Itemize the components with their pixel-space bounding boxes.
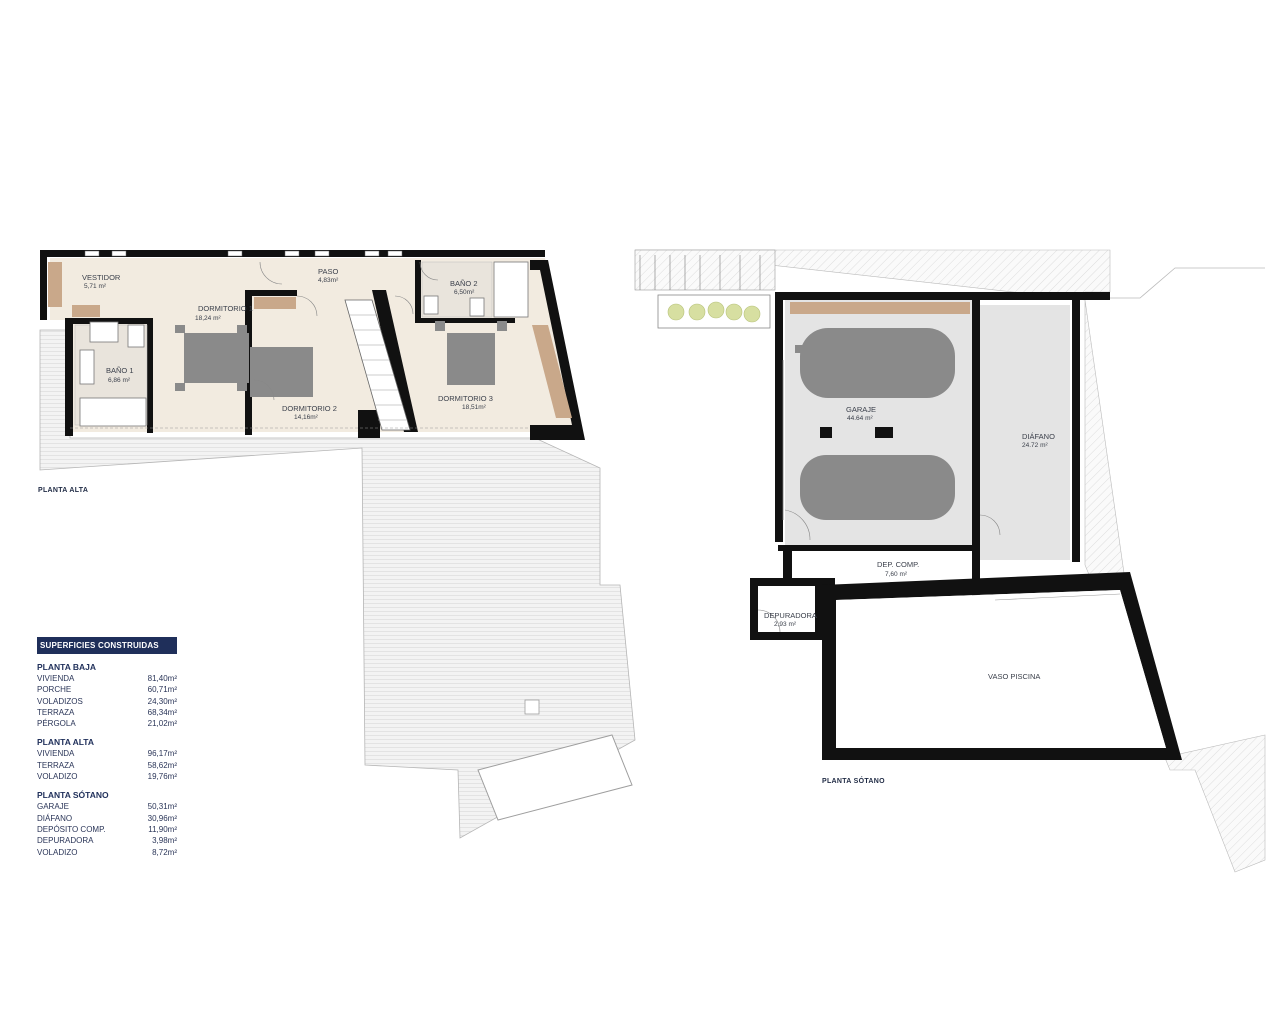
area-dormitorio1: 18,24 m² bbox=[195, 315, 221, 322]
row-value: 58,62m² bbox=[147, 760, 177, 770]
row-label: PORCHE bbox=[37, 685, 72, 695]
bed-dormitorio2 bbox=[250, 347, 313, 397]
bed-dormitorio3 bbox=[435, 321, 507, 385]
label-planta-sotano: PLANTA SÓTANO bbox=[822, 776, 885, 785]
area-vestidor: 5,71 m² bbox=[84, 283, 107, 290]
table-row: DIÁFANO 30,96m² bbox=[37, 813, 177, 824]
wardrobe-dorm3 bbox=[532, 325, 572, 418]
area-bano2: 6,50m² bbox=[454, 289, 475, 296]
bed-dormitorio1 bbox=[175, 325, 249, 391]
row-value: 3,98m² bbox=[152, 836, 177, 846]
row-value: 21,02m² bbox=[147, 719, 177, 729]
row-label: VOLADIZO bbox=[37, 772, 78, 782]
diafano-floor bbox=[980, 305, 1070, 560]
area-paso: 4,83m² bbox=[318, 277, 339, 284]
row-value: 8,72m² bbox=[152, 847, 177, 857]
row-label: PÉRGOLA bbox=[37, 719, 76, 729]
row-value: 30,96m² bbox=[147, 813, 177, 823]
row-value: 68,34m² bbox=[147, 707, 177, 717]
area-depuradora: 2,93 m² bbox=[774, 621, 797, 628]
area-dormitorio3: 18,51m² bbox=[462, 404, 487, 411]
superficies-title: SUPERFICIES CONSTRUIDAS bbox=[37, 637, 177, 654]
label-dormitorio1: DORMITORIO 1 bbox=[198, 304, 253, 313]
car-1 bbox=[795, 328, 955, 398]
row-value: 60,71m² bbox=[147, 685, 177, 695]
planta-sotano-plan: GARAJE 44.64 m² DIÁFANO 24.72 m² DEP. CO… bbox=[634, 249, 1266, 873]
row-label: GARAJE bbox=[37, 802, 70, 812]
label-bano1: BAÑO 1 bbox=[106, 366, 134, 375]
section-title: PLANTA BAJA bbox=[37, 662, 97, 672]
table-row: VOLADIZOS 24,30m² bbox=[37, 696, 177, 707]
row-label: TERRAZA bbox=[37, 760, 75, 770]
label-diafano: DIÁFANO bbox=[1022, 432, 1055, 441]
terrace-pool bbox=[477, 734, 633, 821]
car-2 bbox=[800, 455, 955, 520]
area-diafano: 24.72 m² bbox=[1022, 442, 1048, 449]
superficies-table: SUPERFICIES CONSTRUIDAS PLANTA BAJA VIVI… bbox=[37, 637, 177, 858]
wardrobe-vestidor bbox=[48, 262, 62, 307]
row-value: 96,17m² bbox=[147, 749, 177, 759]
table-row: DEPÓSITO COMP. 11,90m² bbox=[37, 824, 177, 835]
basement-walls bbox=[750, 292, 1182, 760]
section-title: PLANTA ALTA bbox=[37, 737, 94, 748]
row-value: 24,30m² bbox=[147, 696, 177, 706]
table-row: TERRAZA 68,34m² bbox=[37, 707, 177, 718]
row-label: VIVIENDA bbox=[37, 674, 75, 683]
table-row: VOLADIZO 8,72m² bbox=[37, 847, 177, 858]
table-row: PÉRGOLA 21,02m² bbox=[37, 718, 177, 729]
table-row: TERRAZA 58,62m² bbox=[37, 760, 177, 771]
planta-alta-plan: VESTIDOR 5,71 m² DORMITORIO 1 18,24 m² P… bbox=[38, 250, 636, 839]
shower-bano2 bbox=[493, 261, 529, 318]
row-label: VOLADIZO bbox=[37, 847, 78, 857]
label-garaje: GARAJE bbox=[846, 405, 876, 414]
garage-pillar-1 bbox=[820, 427, 832, 438]
area-bano1: 6,86 m² bbox=[108, 377, 131, 384]
label-depuradora: DEPURADORA bbox=[764, 611, 817, 620]
area-dep-comp: 7,60 m² bbox=[885, 571, 908, 578]
row-label: DIÁFANO bbox=[37, 813, 73, 823]
table-row: VOLADIZO 19,76m² bbox=[37, 771, 177, 782]
vaso-piscina bbox=[836, 590, 1166, 748]
table-row: PORCHE 60,71m² bbox=[37, 684, 177, 695]
row-label: TERRAZA bbox=[37, 707, 75, 717]
label-bano2: BAÑO 2 bbox=[450, 279, 478, 288]
section-planta-sotano: PLANTA SÓTANO GARAJE 50,31m² DIÁFANO 30,96… bbox=[37, 790, 177, 857]
bathtub-bano1 bbox=[79, 397, 147, 427]
label-paso: PASO bbox=[318, 267, 338, 276]
row-value: 81,40m² bbox=[147, 674, 177, 683]
table-row: DEPURADORA 3,98m² bbox=[37, 835, 177, 846]
garage-pillar-2 bbox=[875, 427, 893, 438]
upper-doors bbox=[253, 261, 439, 401]
row-label: DEPURADORA bbox=[37, 836, 94, 846]
label-dep-comp: DEP. COMP. bbox=[877, 560, 919, 569]
terrace-deck bbox=[39, 329, 636, 839]
label-dormitorio2: DORMITORIO 2 bbox=[282, 404, 337, 413]
upper-stair bbox=[344, 299, 411, 431]
row-label: VIVIENDA bbox=[37, 749, 75, 759]
section-title: PLANTA SÓTANO bbox=[37, 790, 109, 801]
basement-doors bbox=[757, 509, 1001, 633]
wardrobe-dorm2 bbox=[254, 297, 296, 309]
table-row: VIVIENDA 96,17m² bbox=[37, 748, 177, 759]
label-dormitorio3: DORMITORIO 3 bbox=[438, 394, 493, 403]
area-dormitorio2: 14,16m² bbox=[294, 414, 319, 421]
label-vestidor: VESTIDOR bbox=[82, 273, 121, 282]
label-planta-alta: PLANTA ALTA bbox=[38, 487, 88, 494]
section-planta-baja: PLANTA BAJA VIVIENDA 81,40m² PORCHE 60,71m… bbox=[37, 662, 177, 729]
row-label: VOLADIZOS bbox=[37, 696, 83, 706]
terrace-skylight bbox=[524, 699, 540, 715]
label-vaso-piscina: VASO PISCINA bbox=[988, 672, 1040, 681]
table-row: GARAJE 50,31m² bbox=[37, 801, 177, 812]
row-value: 50,31m² bbox=[147, 802, 177, 812]
table-row: VIVIENDA 81,40m² bbox=[37, 673, 177, 684]
row-label: DEPÓSITO COMP. bbox=[37, 824, 106, 834]
row-value: 19,76m² bbox=[147, 772, 177, 782]
section-planta-alta: PLANTA ALTA VIVIENDA 96,17m² TERRAZA 58,62… bbox=[37, 737, 177, 782]
row-value: 11,90m² bbox=[148, 824, 177, 834]
area-garaje: 44.64 m² bbox=[847, 415, 873, 422]
